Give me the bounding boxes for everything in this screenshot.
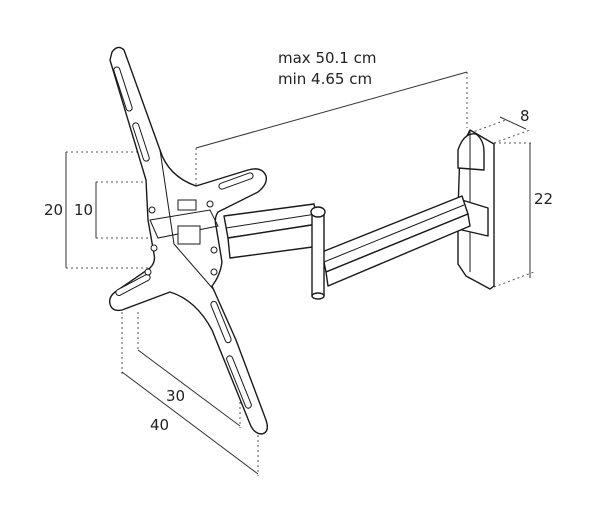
wall-plate [457,129,495,290]
depth-extension-b [493,129,531,144]
inner-arm [223,203,321,259]
vesa-plate [108,46,269,435]
slot-upper-left [113,66,133,112]
depth-extension-a [469,119,507,134]
slot-lower-right-2 [226,355,252,409]
vesa-v-outer-label: 20 [44,201,63,219]
depth-dimension: 8 [469,107,531,144]
outer-arm [321,195,471,287]
vesa-v-inner-label: 10 [74,201,93,219]
mount-hole-5 [144,268,152,276]
vesa-plate-edge [159,149,215,291]
wall-plate-cap [457,133,485,171]
center-opening-bottom [177,225,201,245]
vesa-vertical-inner-dimension: 10 [74,181,152,239]
elbow-post [311,213,325,297]
arm-max-label: max 50.1 cm [278,49,376,67]
vesa-horizontal-inner-dimension: 30 [137,312,241,428]
vesa-h-inner-label: 30 [166,387,185,405]
reach-dimension-line [195,71,468,149]
slot-upper-right [218,172,254,190]
slot-upper-left-2 [132,122,150,162]
mount-hole-1 [148,206,156,214]
vesa-horizontal-outer-dimension: 40 [121,312,259,476]
arm-min-label: min 4.65 cm [278,70,372,88]
height-dimension: 22 [493,142,553,288]
h40-dimension-line [121,371,259,475]
inner-arm-groove [225,213,317,229]
mount-hole-2 [150,244,158,252]
mount-hole-3 [206,200,214,208]
depth-label: 8 [520,107,530,125]
vesa-h-outer-label: 40 [150,416,169,434]
elbow-post-bottom [311,292,325,300]
elbow-cap [310,206,326,218]
height-extension-bottom [493,271,535,288]
slot-lower-left [115,273,151,297]
mount-hole-4 [210,246,218,254]
elbow-pivot [310,206,326,300]
h30-dimension-line [137,349,241,427]
vesa-plate-center [149,209,219,239]
slot-lower-right [210,300,232,344]
outer-arm-side [325,213,471,287]
arm-reach-dimension: max 50.1 cm min 4.65 cm [195,49,468,200]
vesa-vertical-outer-dimension: 20 [44,151,152,269]
height-label: 22 [534,190,553,208]
depth-dimension-line [499,116,527,130]
outer-arm-groove [323,204,465,263]
mount-hole-6 [210,268,218,276]
center-opening-top [177,199,197,211]
